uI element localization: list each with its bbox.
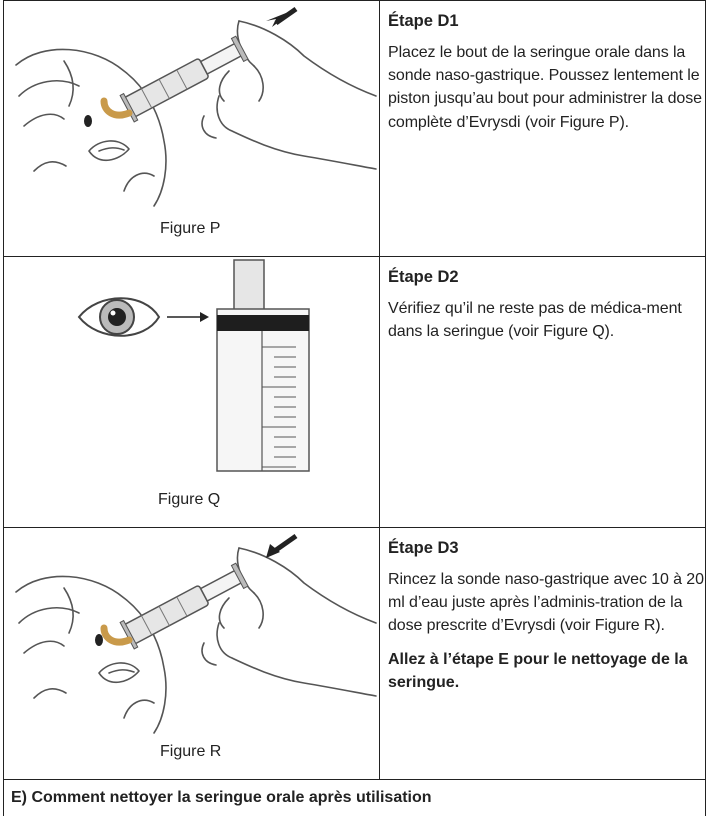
step-d2-cell: Étape D2 Vérifiez qu’il ne reste pas de …: [382, 266, 704, 343]
figure-q-illustration: [77, 259, 310, 472]
figure-p-cell: Figure P: [4, 1, 379, 256]
step-d2-title: Étape D2: [388, 268, 459, 286]
step-d1-text: Placez le bout de la seringue orale dans…: [388, 44, 702, 131]
instruction-table: Figure P Étape D1 Placez le bout de la s…: [3, 0, 706, 816]
step-d3-cell: Étape D3 Rincez la sonde naso-gastrique …: [382, 537, 704, 694]
step-d3-title: Étape D3: [388, 539, 459, 557]
table-border-right: [705, 0, 706, 816]
figure-r-illustration: [15, 533, 377, 734]
figure-p-illustration: [15, 6, 377, 207]
row-divider: [3, 527, 706, 528]
step-d1-title: Étape D1: [388, 12, 459, 30]
step-d1-cell: Étape D1 Placez le bout de la seringue o…: [382, 10, 704, 134]
step-d3-next-step-note: Allez à l’étape E pour le nettoyage de l…: [388, 650, 688, 691]
figure-p-caption: Figure P: [160, 220, 221, 237]
section-e-heading: E) Comment nettoyer la seringue orale ap…: [11, 789, 432, 806]
figure-q-cell: Figure Q: [4, 257, 379, 527]
table-border-left: [3, 0, 4, 816]
figure-r-cell: Figure R: [4, 528, 379, 779]
step-d2-text: Vérifiez qu’il ne reste pas de médica-me…: [388, 300, 682, 341]
figure-q-caption: Figure Q: [158, 491, 221, 508]
row-divider: [3, 256, 706, 257]
row-divider: [3, 779, 706, 780]
figure-r-caption: Figure R: [160, 743, 222, 760]
table-border-top: [3, 0, 706, 1]
column-divider: [379, 0, 380, 780]
step-d3-text: Rincez la sonde naso-gastrique avec 10 à…: [388, 571, 704, 635]
